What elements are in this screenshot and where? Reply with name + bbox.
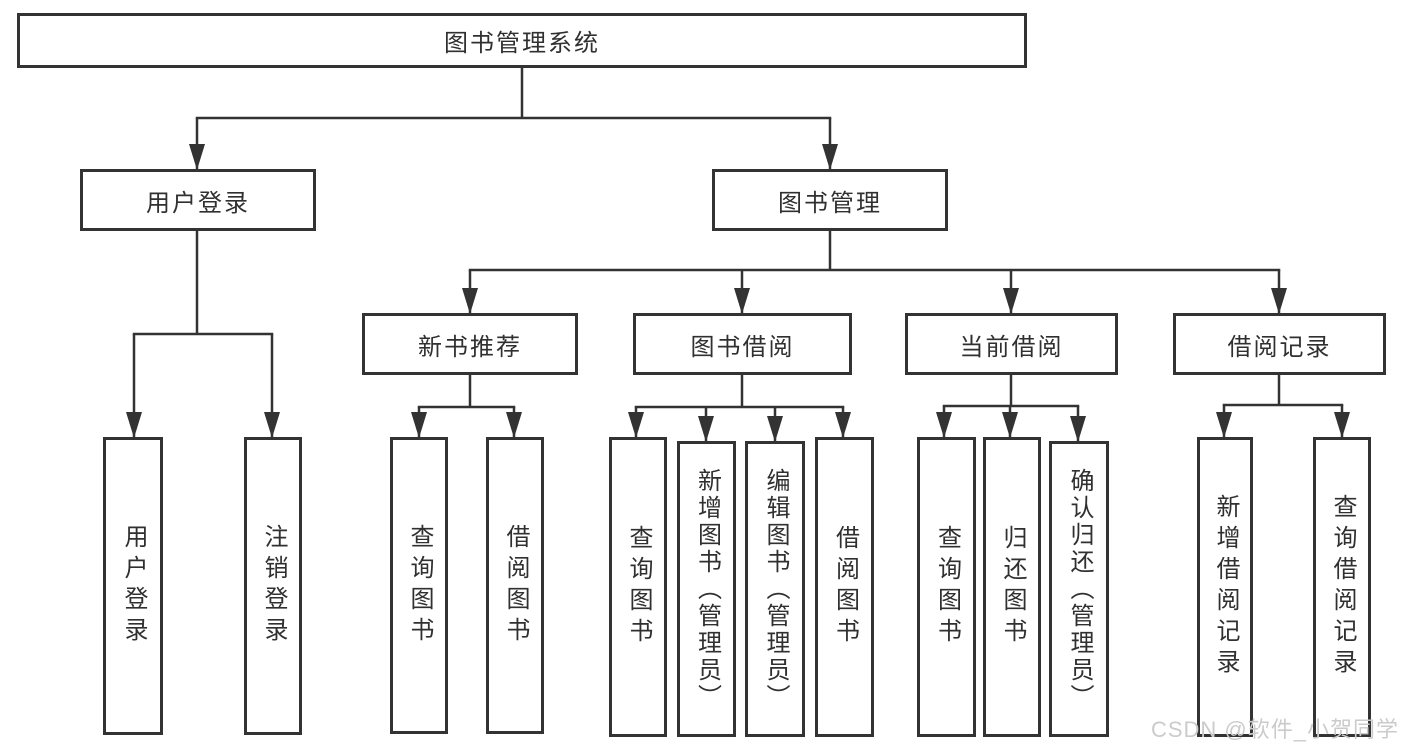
connectors-book-borrow [628, 375, 851, 442]
leaf-newbook-borrow: 借阅图书 [486, 437, 544, 734]
node-root-label: 图书管理系统 [444, 30, 600, 57]
leaf-current-confirm-admin-label: 确认归还（管理员） [1066, 467, 1093, 711]
node-root: 图书管理系统 [17, 13, 1027, 68]
node-new-book-recommend: 新书推荐 [362, 313, 578, 375]
leaf-record-query-label: 查询借阅记录 [1329, 494, 1356, 680]
leaf-newbook-borrow-label: 借阅图书 [502, 523, 529, 648]
connectors-root [189, 68, 838, 170]
leaf-borrow-query: 查询图书 [609, 437, 667, 737]
node-current-borrow: 当前借阅 [905, 313, 1118, 375]
connectors-new-book [411, 375, 522, 438]
leaf-current-query: 查询图书 [917, 437, 976, 737]
node-current-borrow-label: 当前借阅 [959, 333, 1064, 361]
leaf-record-add: 新增借阅记录 [1197, 437, 1253, 737]
connectors-book-management [462, 231, 1287, 314]
node-new-book-recommend-label: 新书推荐 [418, 333, 522, 361]
leaf-current-return-label: 归还图书 [999, 525, 1026, 649]
node-user-login: 用户登录 [80, 169, 316, 231]
leaf-borrow-borrow-label: 借阅图书 [831, 525, 859, 649]
leaf-borrow-add-admin-label: 新增图书（管理员） [693, 467, 721, 711]
leaf-current-confirm-admin: 确认归还（管理员） [1049, 441, 1109, 737]
leaf-user-login-action: 用户登录 [103, 437, 163, 735]
leaf-borrow-edit-admin: 编辑图书（管理员） [745, 441, 805, 737]
node-book-borrow-label: 图书借阅 [690, 333, 795, 361]
leaf-logout: 注销登录 [244, 437, 302, 735]
leaf-newbook-query-label: 查询图书 [406, 523, 433, 648]
node-user-login-label: 用户登录 [146, 189, 250, 217]
leaf-borrow-query-label: 查询图书 [625, 525, 652, 649]
node-borrow-record-label: 借阅记录 [1227, 333, 1332, 361]
connectors-current-borrow [936, 375, 1086, 442]
node-book-management-label: 图书管理 [778, 189, 882, 217]
leaf-current-return: 归还图书 [983, 437, 1041, 737]
leaf-logout-label: 注销登录 [260, 524, 287, 648]
leaf-borrow-add-admin: 新增图书（管理员） [677, 441, 736, 737]
leaf-current-query-label: 查询图书 [933, 525, 961, 649]
node-borrow-record: 借阅记录 [1173, 313, 1386, 375]
leaf-record-query: 查询借阅记录 [1313, 437, 1371, 737]
node-book-management: 图书管理 [712, 169, 948, 231]
leaf-borrow-edit-admin-label: 编辑图书（管理员） [762, 467, 789, 711]
connectors-borrow-record [1216, 375, 1350, 438]
leaf-record-add-label: 新增借阅记录 [1212, 494, 1239, 680]
leaf-newbook-query: 查询图书 [390, 437, 448, 734]
leaf-user-login-action-label: 用户登录 [120, 524, 147, 648]
connectors-user-login [126, 231, 280, 438]
node-book-borrow: 图书借阅 [633, 313, 852, 375]
leaf-borrow-borrow: 借阅图书 [815, 437, 874, 737]
csdn-watermark: CSDN @软件_小贺同学 [1150, 717, 1399, 742]
